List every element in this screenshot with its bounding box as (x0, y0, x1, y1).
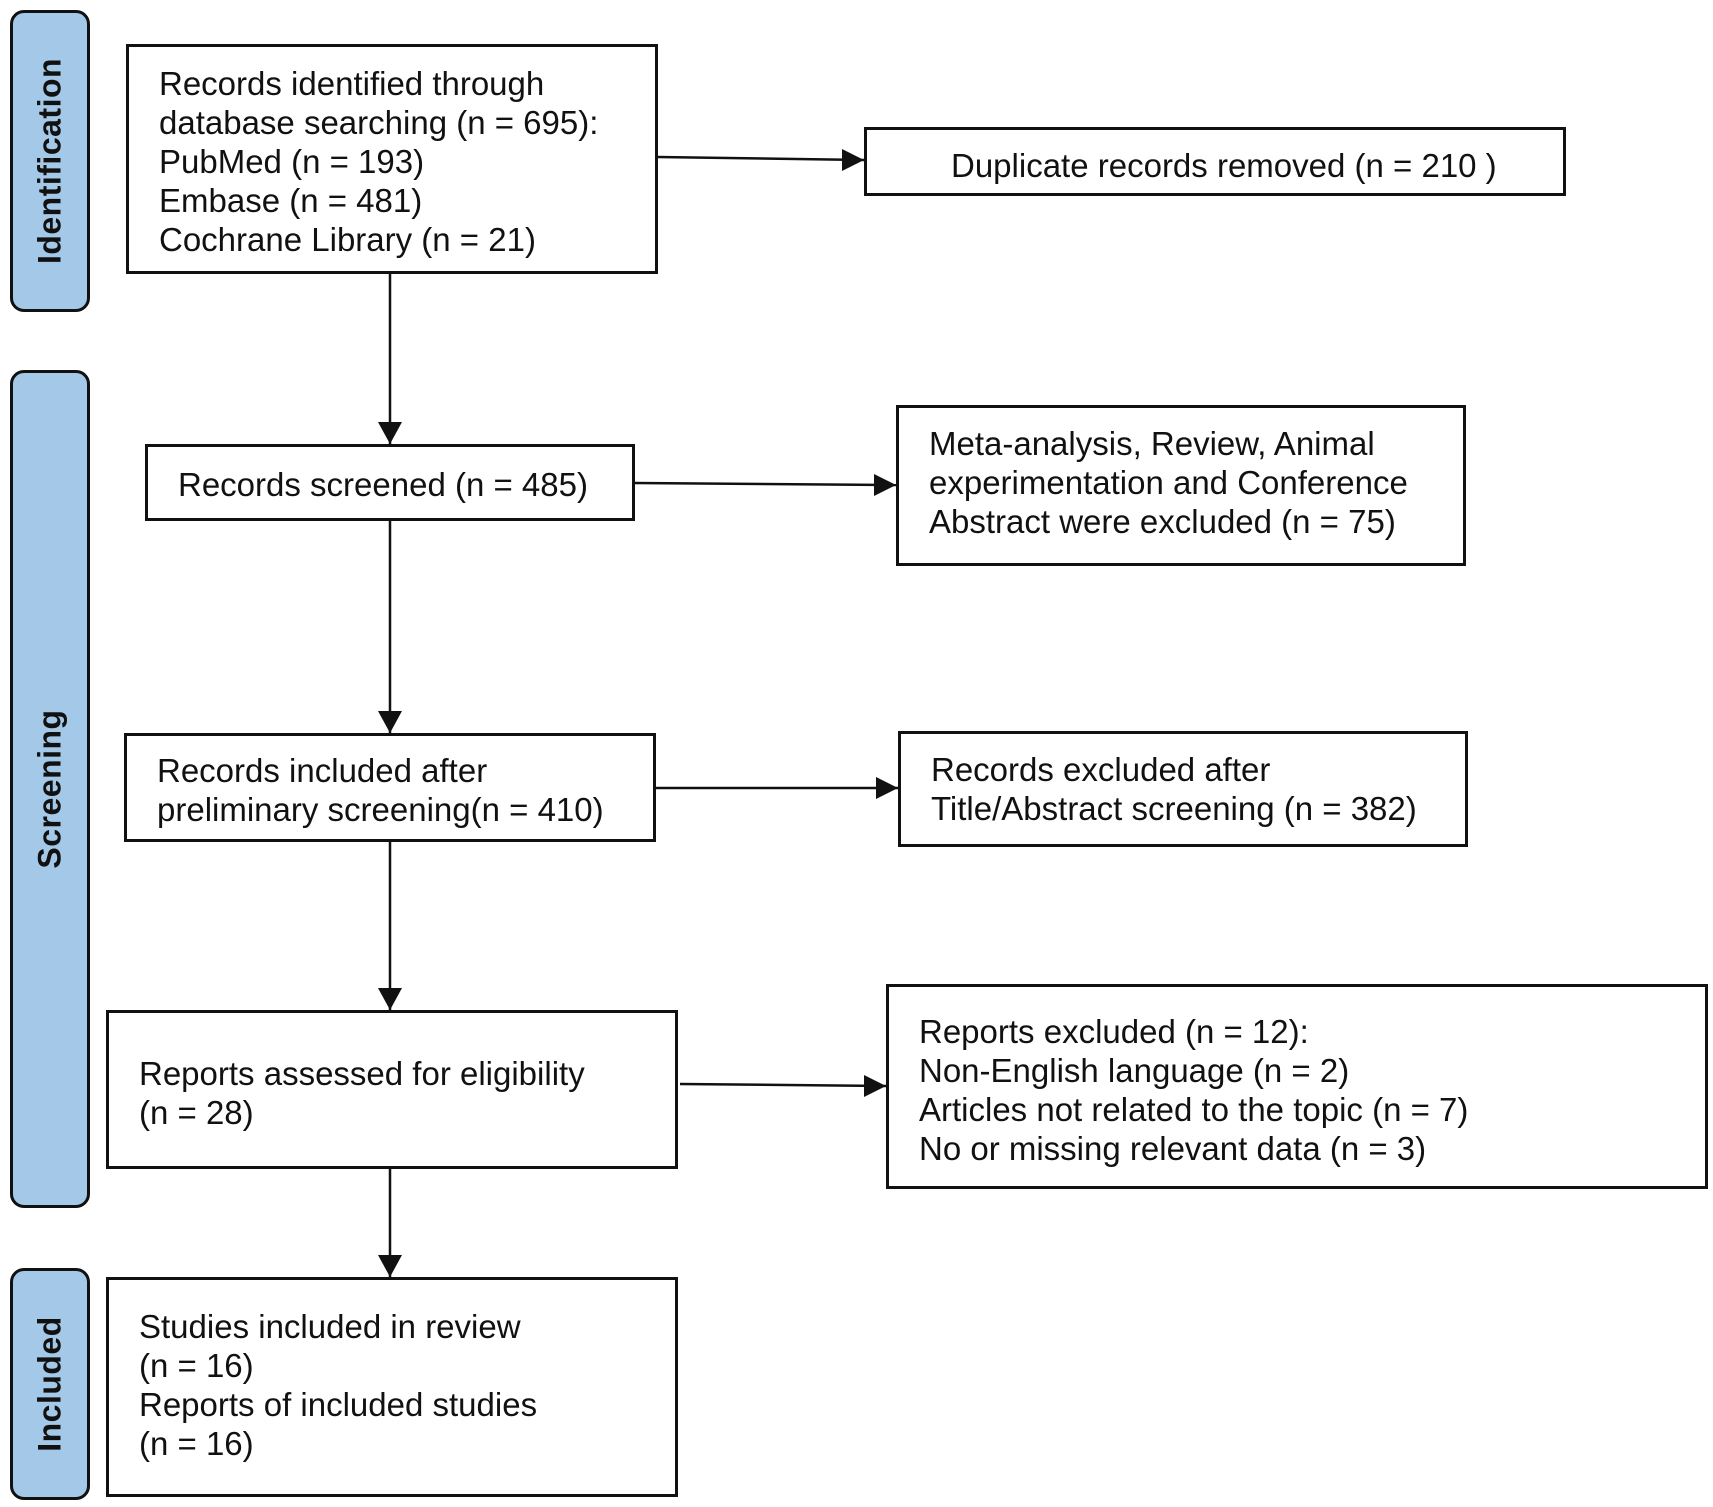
box-reports-assessed: Reports assessed for eligibility (n = 28… (106, 1010, 678, 1169)
arrow-identified-to-duplicates (657, 155, 865, 162)
arrow-assessed-to-reports-excluded (679, 1082, 887, 1088)
arrow-screened-to-excluded-types (633, 481, 897, 487)
identified-line-5: Cochrane Library (n = 21) (159, 220, 536, 258)
duplicates-line-1: Duplicate records removed (n = 210 ) (951, 147, 1497, 184)
box-excluded-types: Meta-analysis, Review, Animal experiment… (896, 405, 1466, 566)
identified-line-4: Embase (n = 481) (159, 181, 423, 219)
box-preliminary-screening: Records included after preliminary scree… (124, 733, 656, 842)
phase-identification: Identification (10, 10, 90, 312)
included-line-4: (n = 16) (139, 1424, 254, 1462)
box-excluded-title-abstract: Records excluded after Title/Abstract sc… (898, 731, 1468, 847)
identified-line-1: Records identified through (159, 65, 545, 102)
identified-line-2: database searching (n = 695): (159, 103, 599, 141)
arrowhead-excluded-title (876, 777, 898, 799)
arrowhead-excluded-types (874, 474, 896, 496)
reports-excluded-line-4: No or missing relevant data (n = 3) (919, 1129, 1427, 1167)
excluded-types-line-1: Meta-analysis, Review, Animal (929, 425, 1375, 462)
excluded-types-line-2: experimentation and Conference (929, 463, 1408, 501)
reports-excluded-line-2: Non-English language (n = 2) (919, 1051, 1350, 1089)
assessed-line-2: (n = 28) (139, 1093, 254, 1131)
screened-line-1: Records screened (n = 485) (178, 466, 588, 503)
included-line-2: (n = 16) (139, 1346, 254, 1384)
reports-excluded-line-3: Articles not related to the topic (n = 7… (919, 1090, 1469, 1128)
identified-line-3: PubMed (n = 193) (159, 142, 425, 180)
included-line-1: Studies included in review (139, 1308, 521, 1345)
arrowhead-assessed (378, 988, 402, 1010)
excluded-types-line-3: Abstract were excluded (n = 75) (929, 502, 1396, 540)
arrowhead-screened (378, 422, 402, 444)
phase-included: Included (10, 1268, 90, 1500)
arrowhead-included (378, 1255, 402, 1277)
assessed-line-1: Reports assessed for eligibility (139, 1055, 585, 1092)
box-records-screened: Records screened (n = 485) (145, 444, 635, 521)
box-duplicates-removed: Duplicate records removed (n = 210 ) (864, 127, 1566, 196)
box-studies-included: Studies included in review (n = 16) Repo… (106, 1277, 678, 1497)
preliminary-line-2: preliminary screening(n = 410) (157, 790, 604, 828)
preliminary-line-1: Records included after (157, 752, 488, 789)
phase-screening: Screening (10, 370, 90, 1208)
arrowhead-duplicates (842, 149, 864, 171)
arrowhead-reports-excluded (864, 1075, 886, 1097)
arrowhead-preliminary (378, 711, 402, 733)
reports-excluded-line-1: Reports excluded (n = 12): (919, 1013, 1309, 1050)
box-records-identified: Records identified through database sear… (126, 44, 658, 274)
box-reports-excluded: Reports excluded (n = 12): Non-English l… (886, 984, 1708, 1189)
excluded-title-line-2: Title/Abstract screening (n = 382) (931, 789, 1417, 827)
excluded-title-line-1: Records excluded after (931, 751, 1271, 788)
included-line-3: Reports of included studies (139, 1385, 538, 1423)
